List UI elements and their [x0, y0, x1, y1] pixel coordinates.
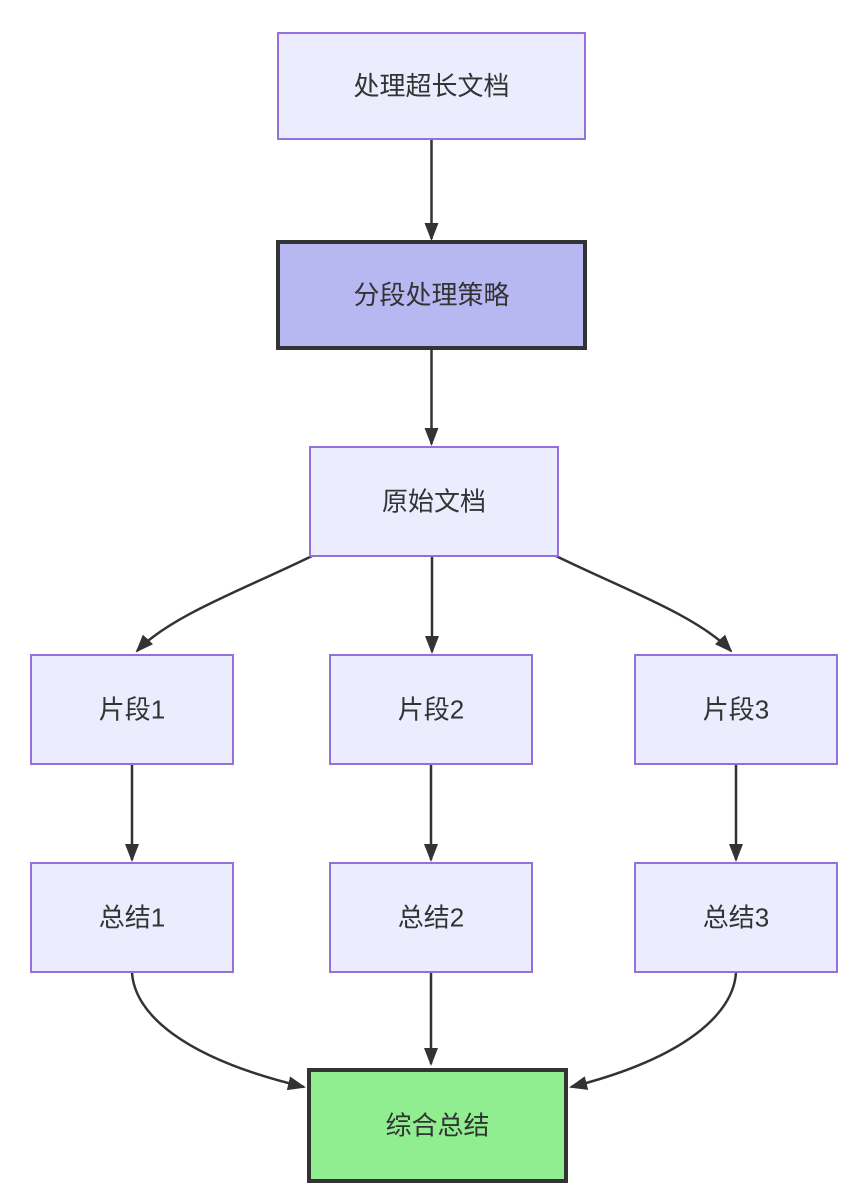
- node-segmentation-strategy-label: 分段处理策略: [353, 280, 509, 310]
- node-summary-1-box: [30, 862, 234, 973]
- node-summary-2-label: 总结2: [398, 903, 464, 933]
- node-fragment-2-box: [329, 654, 533, 765]
- node-summary-3-label: 总结3: [703, 903, 769, 933]
- node-original-document-box: [309, 446, 559, 557]
- node-fragment-3-label: 片段3: [703, 695, 769, 725]
- node-summary-2-box: [329, 862, 533, 973]
- edge-original-to-fragment-1: [135, 550, 321, 653]
- node-summary-3: 总结3: [634, 862, 838, 973]
- node-segmentation-strategy: 分段处理策略: [276, 240, 587, 350]
- node-fragment-1: 片段1: [30, 654, 234, 765]
- node-summary-1: 总结1: [30, 862, 234, 973]
- node-final-summary-label: 综合总结: [385, 1111, 489, 1141]
- node-fragment-1-box: [30, 654, 234, 765]
- edge-summary-3-to-final: [569, 971, 738, 1090]
- edge-summary-1-to-final: [130, 971, 306, 1091]
- node-fragment-2: 片段2: [329, 654, 533, 765]
- node-summary-2: 总结2: [329, 862, 533, 973]
- node-original-document: 原始文档: [309, 446, 559, 557]
- node-process-long-document: 处理超长文档: [277, 32, 586, 140]
- node-fragment-3-box: [634, 654, 838, 765]
- node-process-long-document-label: 处理超长文档: [353, 71, 509, 101]
- node-fragment-1-label: 片段1: [99, 695, 165, 725]
- node-summary-3-box: [634, 862, 838, 973]
- edge-original-to-fragment-3: [547, 550, 733, 653]
- node-final-summary-box: [307, 1068, 568, 1183]
- node-fragment-3: 片段3: [634, 654, 838, 765]
- node-original-document-label: 原始文档: [382, 487, 486, 517]
- edges: [125, 139, 743, 1091]
- node-segmentation-strategy-box: [276, 240, 587, 350]
- node-final-summary: 综合总结: [307, 1068, 568, 1183]
- node-process-long-document-box: [277, 32, 586, 140]
- node-summary-1-label: 总结1: [99, 903, 165, 933]
- node-fragment-2-label: 片段2: [398, 695, 464, 725]
